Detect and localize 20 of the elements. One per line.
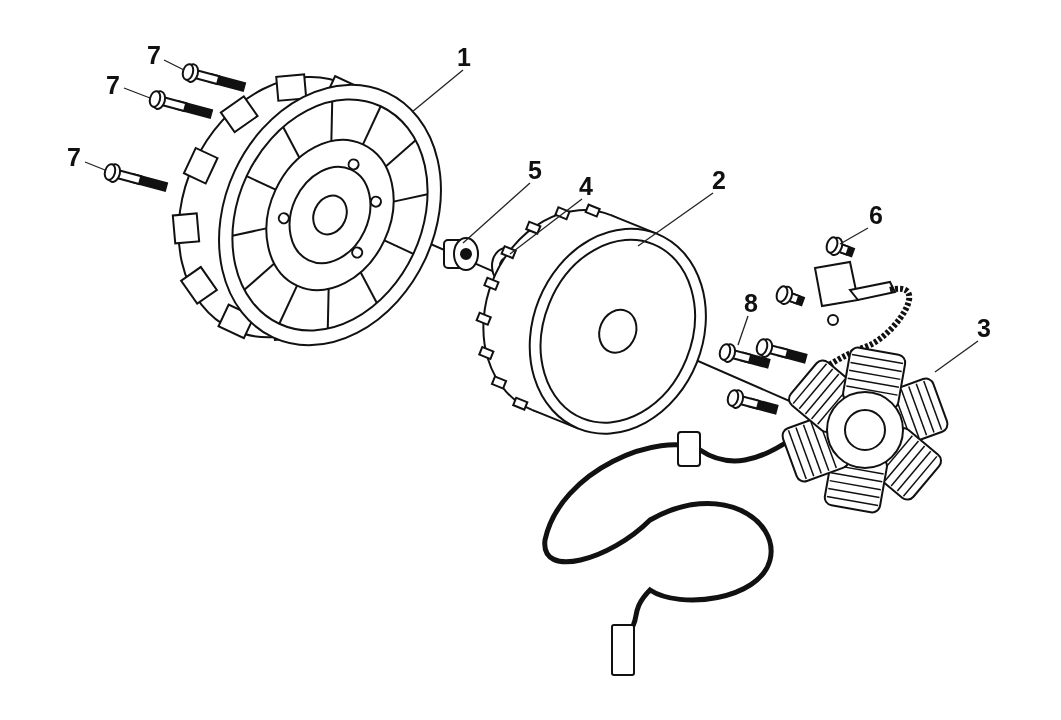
leader-line	[737, 315, 749, 346]
callout-number: 7	[66, 144, 82, 170]
callout-number: 7	[105, 72, 121, 98]
callout-number: 8	[743, 290, 759, 316]
leader-line	[123, 87, 151, 99]
callout-number: 2	[711, 167, 727, 193]
leader-line	[509, 198, 583, 255]
callout-number: 7	[146, 42, 162, 68]
callout-number: 5	[527, 157, 543, 183]
callout-number: 3	[976, 315, 992, 341]
leader-line	[637, 192, 714, 247]
callout-number: 1	[456, 44, 472, 70]
leader-line	[84, 161, 106, 171]
leader-line	[934, 340, 979, 373]
leader-line	[411, 69, 464, 113]
callout-number: 4	[578, 173, 594, 199]
leader-line	[839, 227, 869, 245]
leader-line	[163, 59, 185, 71]
callout-number: 6	[868, 202, 884, 228]
leader-line	[462, 182, 531, 244]
